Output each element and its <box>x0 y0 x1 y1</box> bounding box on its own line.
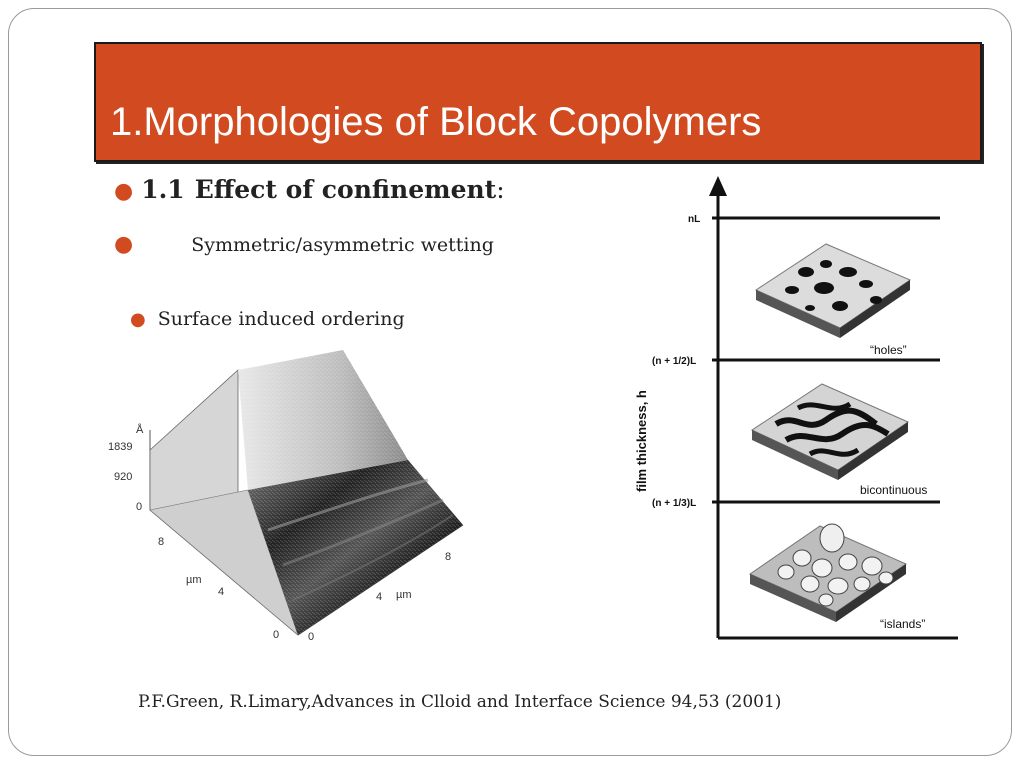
panel-islands: “islands” <box>748 523 925 631</box>
panel-caption: “islands” <box>880 617 925 631</box>
afm-surface-figure: Å 1839 920 0 8 4 0 µm 8 4 0 µm <box>108 350 464 643</box>
slide-title: 1.Morphologies of Block Copolymers <box>110 100 762 144</box>
y-axis-label: film thickness, h <box>634 390 649 492</box>
axis-arrow-icon <box>709 176 727 196</box>
level-label: (n + 1/3)L <box>652 498 696 509</box>
x-unit-label: µm <box>396 589 412 601</box>
panel-holes: “holes” <box>754 243 912 357</box>
y-tick: 8 <box>158 536 164 548</box>
bullet-wetting: ● Symmetric/asymmetric wetting <box>114 232 494 257</box>
bullet-confinement: ● 1.1 Effect of confinement : <box>114 175 505 204</box>
z-tick: 920 <box>114 471 132 483</box>
x-tick: 8 <box>445 551 451 563</box>
bullet-dot-icon: ● <box>130 309 146 330</box>
y-unit-label: µm <box>186 574 202 586</box>
heading-colon: : <box>496 175 505 204</box>
x-tick: 4 <box>376 591 382 603</box>
citation: P.F.Green, R.Limary,Advances in Clloid a… <box>138 692 782 712</box>
bullet-dot-icon: ● <box>114 232 134 257</box>
z-tick: 1839 <box>108 441 132 453</box>
section-heading: Effect of confinement <box>194 175 497 204</box>
panel-caption: “holes” <box>870 343 907 357</box>
y-tick: 4 <box>218 586 224 598</box>
panel-caption: bicontinuous <box>860 483 927 497</box>
bullet-ordering: ● Surface induced ordering <box>130 308 405 330</box>
panel-bicontinuous: bicontinuous <box>750 383 927 497</box>
bullet-dot-icon: ● <box>114 179 134 204</box>
title-banner: 1.Morphologies of Block Copolymers <box>94 42 982 162</box>
film-thickness-diagram: nL (n + 1/2)L (n + 1/3)L film thickness,… <box>634 176 958 640</box>
z-tick: 0 <box>136 501 142 513</box>
level-label: nL <box>688 214 700 225</box>
z-unit-label: Å <box>136 423 144 436</box>
section-number: 1.1 <box>141 175 185 204</box>
x-tick: 0 <box>308 631 314 643</box>
bullet-text-ordering: Surface induced ordering <box>157 308 405 330</box>
level-label: (n + 1/2)L <box>652 356 696 367</box>
bullet-text-wetting: Symmetric/asymmetric wetting <box>191 234 494 256</box>
y-tick: 0 <box>273 629 279 641</box>
